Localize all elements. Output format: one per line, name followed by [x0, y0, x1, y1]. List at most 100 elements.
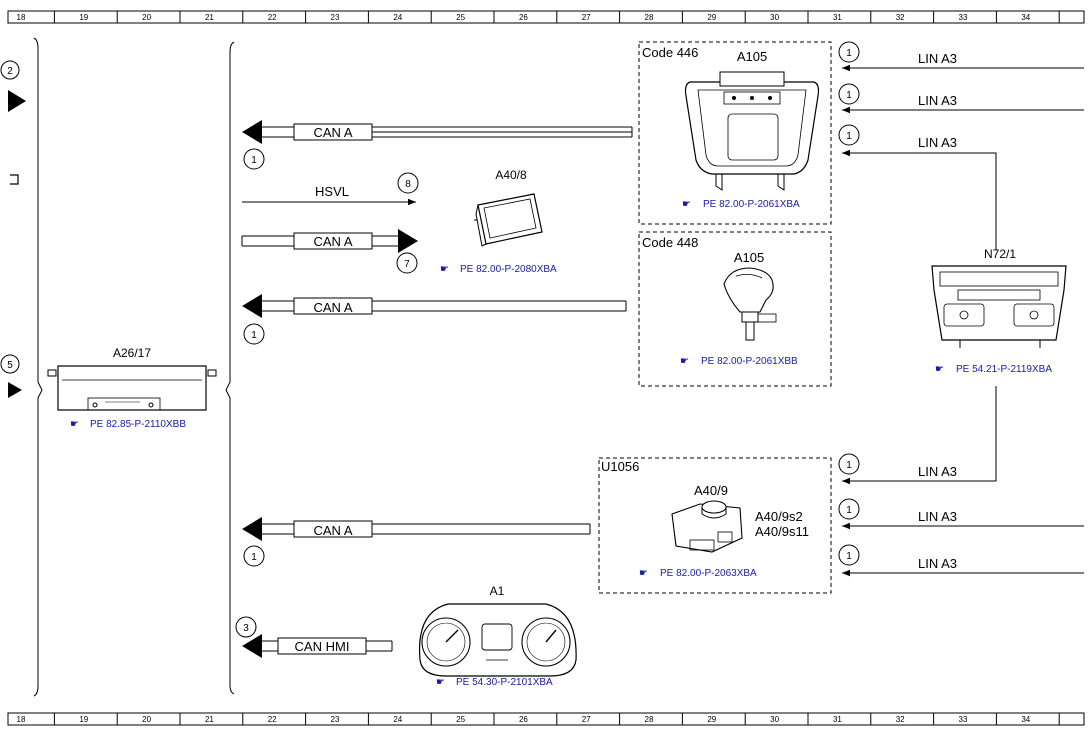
bottom-ruler-label-25: 25	[456, 715, 465, 724]
label-u1056: U1056	[601, 459, 639, 474]
label-a40-9: A40/9	[694, 483, 728, 498]
bottom-ruler-label-31: 31	[833, 715, 842, 724]
left-brace	[33, 37, 43, 697]
top-ruler-label-19: 19	[79, 13, 88, 22]
ref-a40-8: PE 82.00-P-2080XBA	[460, 264, 557, 275]
hand-pointer-icon: ☛	[682, 199, 691, 210]
can-a-line-3: CAN A 1	[242, 294, 627, 345]
connector-arrow-icon	[8, 382, 22, 398]
bottom-ruler-label-34: 34	[1021, 715, 1030, 724]
top-ruler-label-26: 26	[519, 13, 528, 22]
hand-pointer-icon: ☛	[440, 264, 449, 275]
label-code-448: Code 448	[642, 235, 698, 250]
top-ruler-label-25: 25	[456, 13, 465, 22]
label-code-446: Code 446	[642, 45, 698, 60]
lin-a3-label: LIN A3	[918, 509, 957, 524]
arrow-right-icon	[398, 229, 418, 253]
lin-a3-lines-bottom: LIN A3 1 LIN A3 1 LIN A3 1	[838, 386, 1084, 577]
bottom-ruler-label-24: 24	[393, 715, 402, 724]
can-a-line-2: CAN A 7	[241, 229, 418, 274]
circle-marker-1: 1	[846, 460, 852, 471]
circle-marker-1: 1	[846, 551, 852, 562]
circle-marker-1: 1	[251, 155, 257, 166]
can-a-label: CAN A	[313, 523, 352, 538]
component-a1: A1 ☛ PE 54.30-P-2101XBA	[418, 584, 577, 688]
circle-marker-1: 1	[251, 552, 257, 563]
can-a-label: CAN A	[313, 125, 352, 140]
top-ruler-label-20: 20	[142, 13, 151, 22]
lin-a3-lines-top: LIN A3 1 LIN A3 1 LIN A3 1	[838, 41, 1084, 250]
bottom-ruler-label-27: 27	[582, 715, 591, 724]
lin-a3-label: LIN A3	[918, 93, 957, 108]
ref-u1056: PE 82.00-P-2063XBA	[660, 568, 757, 579]
lin-a3-label: LIN A3	[918, 556, 957, 571]
can-a-label: CAN A	[313, 300, 352, 315]
top-ruler-label-33: 33	[959, 13, 968, 22]
bottom-ruler-label-18: 18	[17, 715, 26, 724]
hand-pointer-icon: ☛	[680, 356, 689, 367]
hand-pointer-icon: ☛	[436, 677, 445, 688]
can-hmi-line: 3 CAN HMI	[235, 616, 393, 658]
controller-knob-icon	[671, 500, 743, 553]
circle-marker-1: 1	[846, 90, 852, 101]
instrument-cluster-icon	[418, 603, 577, 677]
top-ruler-label-29: 29	[707, 13, 716, 22]
top-ruler-label-21: 21	[205, 13, 214, 22]
circle-marker-1: 1	[846, 48, 852, 59]
component-a26-17: A26/17 ☛ PE 82.85-P-2110XBB	[47, 346, 217, 430]
component-a40-8: A40/8 ☛ PE 82.00-P-2080XBA	[440, 168, 557, 275]
component-n72-1: N72/1 ☛ PE 54.21-P-2119XBA	[931, 247, 1067, 375]
label-a26-17: A26/17	[113, 346, 151, 360]
label-a40-8: A40/8	[495, 168, 527, 182]
lin-a3-label: LIN A3	[918, 464, 957, 479]
circle-marker-7: 7	[404, 259, 410, 270]
ref-a26-17: PE 82.85-P-2110XBB	[90, 419, 186, 430]
lin-a3-label: LIN A3	[918, 135, 957, 150]
circle-marker-3: 3	[243, 623, 249, 634]
top-ruler-label-30: 30	[770, 13, 779, 22]
bottom-ruler-label-23: 23	[331, 715, 340, 724]
ref-a1: PE 54.30-P-2101XBA	[456, 677, 553, 688]
label-a105: A105	[737, 49, 767, 64]
box-code-448: Code 448 A105 ☛ PE 82.00-P-2061XBB	[638, 231, 832, 387]
hand-pointer-icon: ☛	[935, 364, 944, 375]
bottom-ruler-label-32: 32	[896, 715, 905, 724]
label-n72-1: N72/1	[984, 247, 1016, 261]
bottom-ruler-label-20: 20	[142, 715, 151, 724]
arrow-left-icon	[242, 517, 262, 541]
top-ruler-label-34: 34	[1021, 13, 1030, 22]
ref-code-448: PE 82.00-P-2061XBB	[701, 356, 798, 367]
bottom-ruler-label-29: 29	[707, 715, 716, 724]
arrow-left-icon	[242, 120, 262, 144]
label-a105: A105	[734, 250, 764, 265]
hand-pointer-icon: ☛	[639, 568, 648, 579]
bottom-ruler-label-26: 26	[519, 715, 528, 724]
circle-marker-5: 5	[7, 360, 13, 371]
can-a-line-4: CAN A 1	[242, 517, 591, 567]
lin-a3-label: LIN A3	[918, 51, 957, 66]
top-ruler-label-31: 31	[833, 13, 842, 22]
gear-selector-icon	[723, 267, 777, 341]
top-ruler-label-24: 24	[393, 13, 402, 22]
circle-marker-2: 2	[7, 66, 13, 77]
circle-marker-1: 1	[251, 330, 257, 341]
ref-code-446: PE 82.00-P-2061XBA	[703, 199, 800, 210]
top-ruler-label-18: 18	[17, 13, 26, 22]
right-brace	[225, 41, 235, 695]
connector-arrow-icon	[8, 90, 26, 112]
label-a1: A1	[490, 584, 505, 598]
hsvl-label: HSVL	[315, 184, 349, 199]
bracket-icon	[10, 174, 19, 185]
can-a-line-1: CAN A 1	[242, 120, 633, 170]
top-ruler-label-22: 22	[268, 13, 277, 22]
arrow-left-icon	[242, 294, 262, 318]
box-u1056: U1056 A40/9 A40/9s2 A40/9s11 ☛ PE 82.00-…	[598, 457, 832, 594]
hand-pointer-icon: ☛	[70, 419, 79, 430]
label-a40-9s2: A40/9s2	[755, 509, 803, 524]
top-ruler-label-32: 32	[896, 13, 905, 22]
top-ruler-label-28: 28	[645, 13, 654, 22]
ref-n72-1: PE 54.21-P-2119XBA	[956, 364, 1052, 375]
bottom-ruler-label-30: 30	[770, 715, 779, 724]
